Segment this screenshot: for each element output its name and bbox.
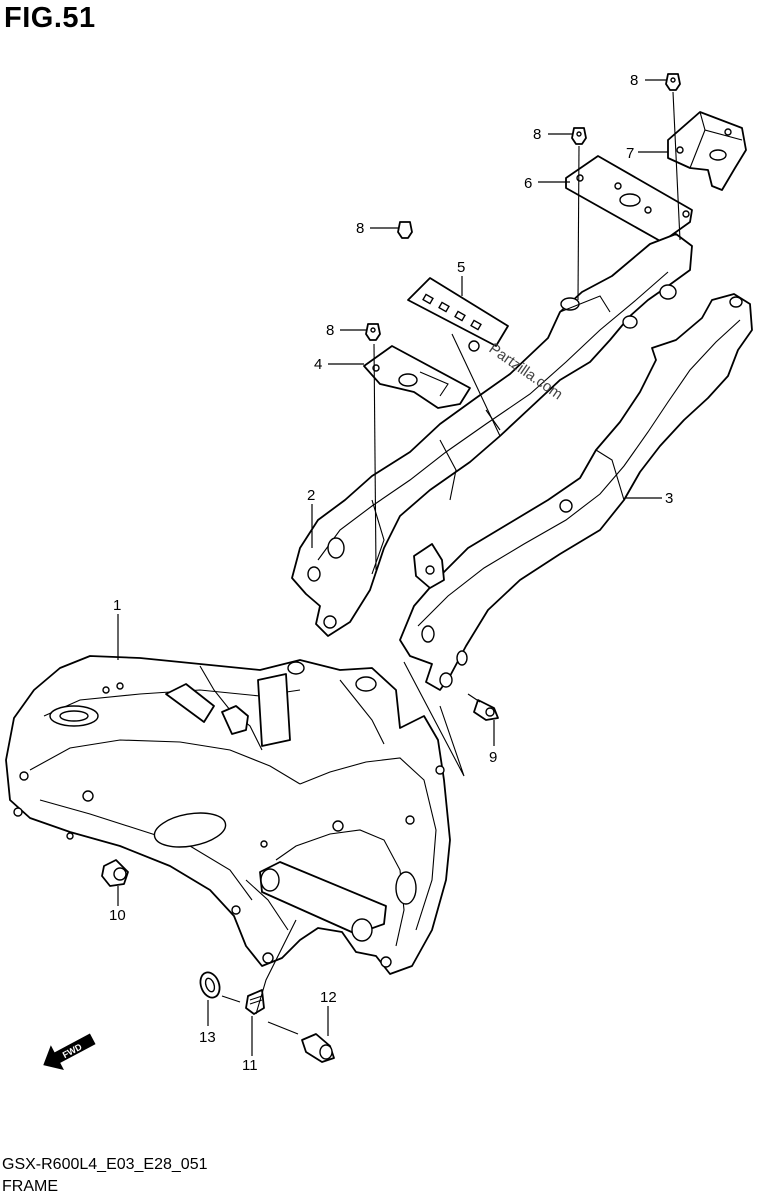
fwd-arrow-icon: FWD xyxy=(43,1033,96,1070)
part-5-plate[interactable] xyxy=(407,277,509,347)
callout-8-second: 8 xyxy=(533,126,541,143)
callout-13: 13 xyxy=(199,1029,216,1046)
callout-4: 4 xyxy=(314,356,322,373)
diagram-name: FRAME xyxy=(2,1178,58,1195)
part-2-seat-rail[interactable] xyxy=(291,233,693,637)
callout-12: 12 xyxy=(320,989,337,1006)
callout-8-fourth: 8 xyxy=(326,322,334,339)
callout-6: 6 xyxy=(524,175,532,192)
part-11-bolt[interactable] xyxy=(245,989,265,1015)
diagram-code: GSX-R600L4_E03_E28_051 xyxy=(2,1156,208,1173)
callout-8-third: 8 xyxy=(356,220,364,237)
part-8-bolt-second[interactable] xyxy=(571,127,587,145)
part-9-bolt[interactable] xyxy=(467,693,499,721)
part-10-collar[interactable] xyxy=(101,859,129,887)
part-12-bolt[interactable] xyxy=(301,1033,335,1063)
figure-title: FIG.51 xyxy=(4,2,96,34)
part-7-bracket[interactable] xyxy=(667,111,747,191)
callout-9: 9 xyxy=(489,749,497,766)
part-8-bolt-top[interactable] xyxy=(665,73,681,91)
part-8-bolt-third[interactable] xyxy=(397,221,413,239)
part-4-plate[interactable] xyxy=(363,345,471,409)
callout-10: 10 xyxy=(109,907,126,924)
part-6-plate[interactable] xyxy=(565,155,693,243)
part-1-main-frame[interactable] xyxy=(5,655,451,975)
callout-3: 3 xyxy=(665,490,673,507)
part-8-bolt-fourth[interactable] xyxy=(365,323,381,341)
callout-2: 2 xyxy=(307,487,315,504)
callout-11: 11 xyxy=(242,1057,258,1074)
callout-1: 1 xyxy=(113,597,121,614)
callout-8-top: 8 xyxy=(630,72,638,89)
callout-7: 7 xyxy=(626,145,634,162)
part-13-washer[interactable] xyxy=(197,970,223,1001)
watermark-logo-icon xyxy=(468,340,480,352)
callout-5: 5 xyxy=(457,259,465,276)
part-3-seat-rail[interactable] xyxy=(399,293,753,691)
